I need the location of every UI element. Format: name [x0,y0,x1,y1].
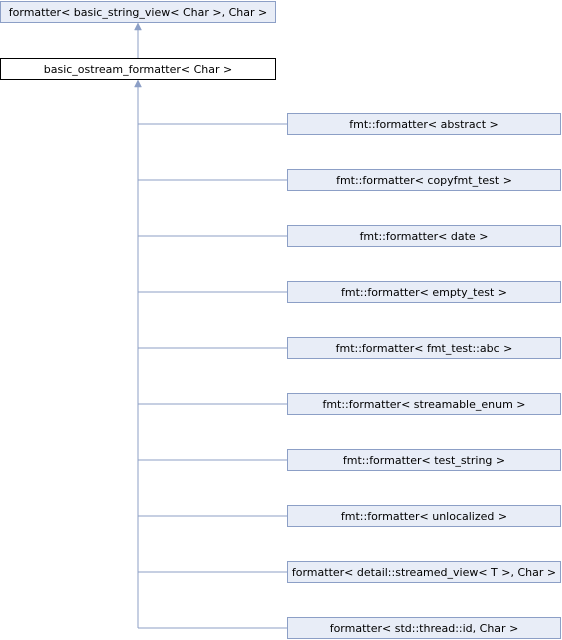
current-class-label: basic_ostream_formatter< Char > [44,63,232,76]
derived-class-node[interactable]: fmt::formatter< test_string > [287,449,561,471]
derived-class-box [287,393,561,415]
derived-class-label: fmt::formatter< streamable_enum > [322,398,525,411]
derived-class-box [287,449,561,471]
base-class-node[interactable]: formatter< basic_string_view< Char >, Ch… [0,1,276,23]
derived-class-label: fmt::formatter< unlocalized > [341,510,507,523]
derived-class-box [287,169,561,191]
derived-class-label: fmt::formatter< test_string > [343,454,505,467]
derived-class-box [287,337,561,359]
arrowhead-current [134,79,142,88]
edges [134,22,287,629]
base-class-label: formatter< basic_string_view< Char >, Ch… [9,6,267,19]
derived-class-node[interactable]: fmt::formatter< date > [287,225,561,247]
base-class-box [0,1,276,23]
derived-class-box [287,281,561,303]
derived-class-label: fmt::formatter< empty_test > [341,286,507,299]
derived-class-node[interactable]: formatter< detail::streamed_view< T >, C… [287,561,561,583]
derived-class-label: formatter< std::thread::id, Char > [330,622,519,635]
derived-class-label: fmt::formatter< fmt_test::abc > [336,342,513,355]
derived-class-node[interactable]: fmt::formatter< copyfmt_test > [287,169,561,191]
derived-class-node[interactable]: fmt::formatter< fmt_test::abc > [287,337,561,359]
derived-class-label: fmt::formatter< copyfmt_test > [336,174,512,187]
derived-class-box [287,113,561,135]
derived-class-label: formatter< detail::streamed_view< T >, C… [292,566,556,579]
derived-class-box [287,505,561,527]
current-class-box [0,58,276,80]
current-class-node: basic_ostream_formatter< Char > [0,58,276,80]
derived-class-label: fmt::formatter< date > [360,230,489,243]
derived-class-node[interactable]: fmt::formatter< streamable_enum > [287,393,561,415]
derived-class-box [287,225,561,247]
derived-class-node[interactable]: formatter< std::thread::id, Char > [287,617,561,639]
derived-class-box [287,617,561,639]
arrowhead-base [134,22,142,31]
derived-class-label: fmt::formatter< abstract > [349,118,498,131]
derived-class-node[interactable]: fmt::formatter< abstract > [287,113,561,135]
derived-class-node[interactable]: fmt::formatter< unlocalized > [287,505,561,527]
derived-class-node[interactable]: fmt::formatter< empty_test > [287,281,561,303]
derived-class-box [287,561,561,583]
